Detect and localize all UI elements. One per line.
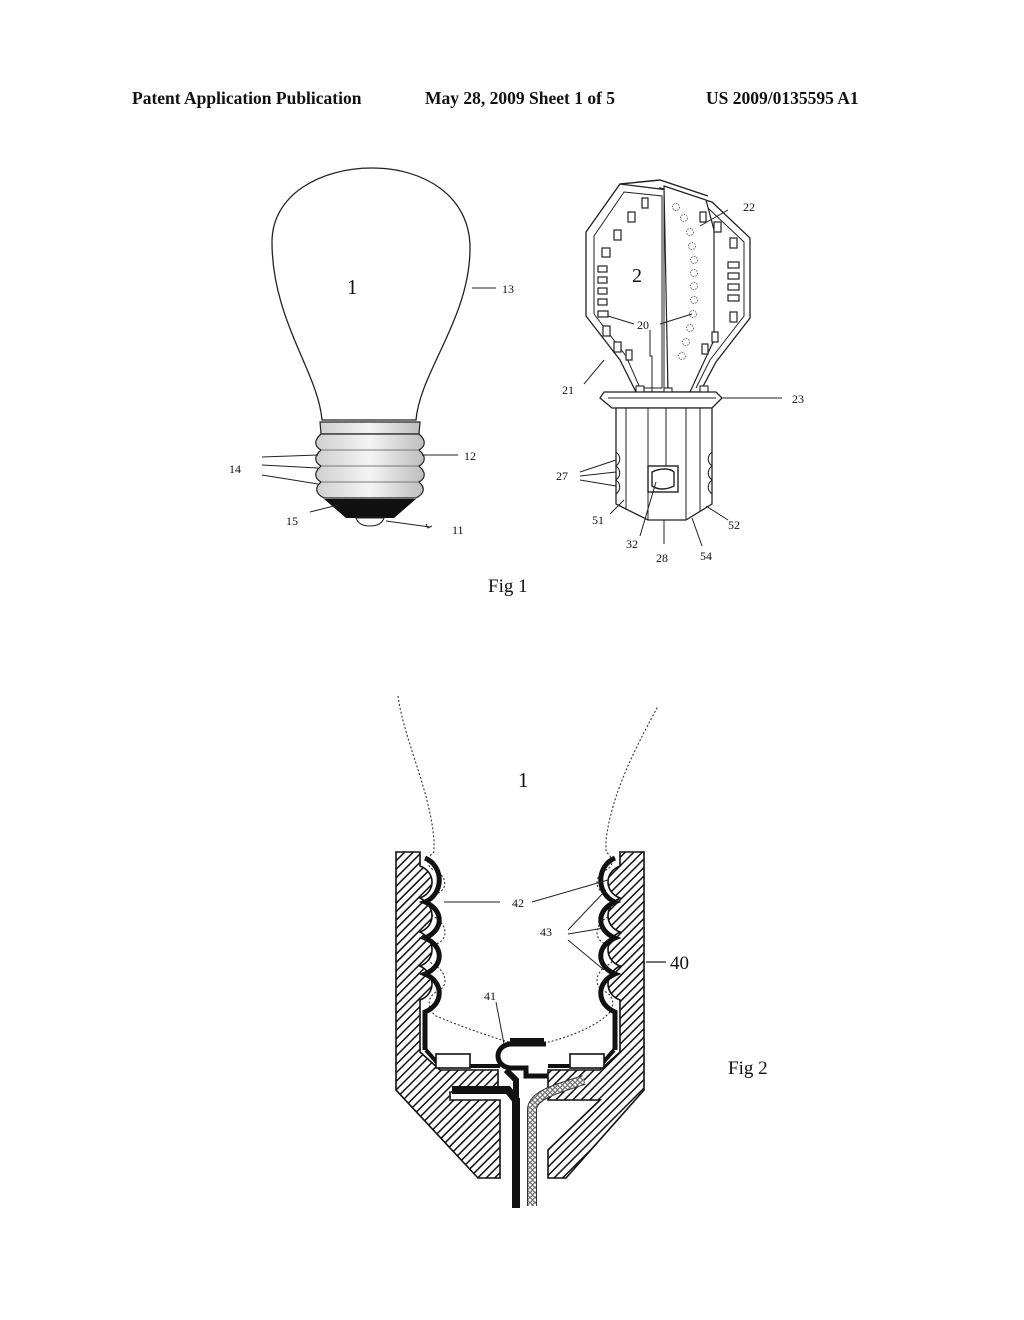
bulb-tip-contact <box>355 517 385 527</box>
fig2-label-contact: 41 <box>484 989 496 1003</box>
fig2-label-bulb: 1 <box>518 768 529 792</box>
fig2-insulator-left <box>435 1053 471 1069</box>
fig1-caption: Fig 1 <box>488 576 528 597</box>
fig2-label-socket: 40 <box>670 953 689 974</box>
fig1-label-insulator: 15 <box>286 514 298 528</box>
led-base-body <box>615 407 713 521</box>
fig2-socket-section: 1 42 43 40 41 <box>395 695 689 1208</box>
fig1-label-leds: 20 <box>637 318 649 332</box>
fig1-label-contact-right: 52 <box>728 518 740 532</box>
bulb-screw-base <box>315 421 425 499</box>
led-chips-left <box>597 197 649 361</box>
fig2-socket-wall-left <box>395 851 501 1179</box>
fig1-label-bottom-right: 54 <box>700 549 712 563</box>
led-dots-middle <box>672 203 698 360</box>
led-chips-right <box>699 211 740 355</box>
fig2-label-thread: 42 <box>512 896 524 910</box>
fig1-label-module: 2 <box>632 265 642 287</box>
led-flange <box>599 391 723 409</box>
publication-title: Patent Application Publication <box>132 88 362 108</box>
fig1-label-window: 32 <box>626 537 638 551</box>
fig1-label-threads: 14 <box>229 462 241 476</box>
fig1-label-bottom: 28 <box>656 551 668 565</box>
fig1-label-flange: 23 <box>792 392 804 406</box>
fig2-insulator-right <box>569 1053 605 1069</box>
fig2-label-ridges: 43 <box>540 925 552 939</box>
publication-number: US 2009/0135595 A1 <box>706 88 859 108</box>
fig1-label-tip: 11 <box>452 523 464 537</box>
fig1-bulb: 1 13 14 12 15 11 <box>229 167 514 537</box>
bulb-glass <box>271 167 471 421</box>
bulb-insulator <box>324 499 416 518</box>
fig1-label-board: 21 <box>562 383 574 397</box>
fig2-wire-black <box>452 1086 520 1208</box>
fig1-label-glass: 13 <box>502 282 514 296</box>
fig1-led-module: 2 20 22 21 23 27 51 52 32 28 54 <box>556 179 804 565</box>
fig2-socket-wall-right <box>547 851 645 1179</box>
fig1-label-grooves: 27 <box>556 469 568 483</box>
publication-date-sheet: May 28, 2009 Sheet 1 of 5 <box>425 88 616 108</box>
fig2-thread-liner <box>418 855 442 1050</box>
fig1-label-base: 12 <box>464 449 476 463</box>
fig2-center-contact <box>495 1041 548 1079</box>
page-header: Patent Application Publication May 28, 2… <box>0 88 1024 118</box>
fig2-caption: Fig 2 <box>728 1058 768 1079</box>
fig1-label-bulb: 1 <box>347 275 358 299</box>
fig1-label-contact-left: 51 <box>592 513 604 527</box>
fig1-label-board-edge: 22 <box>743 200 755 214</box>
